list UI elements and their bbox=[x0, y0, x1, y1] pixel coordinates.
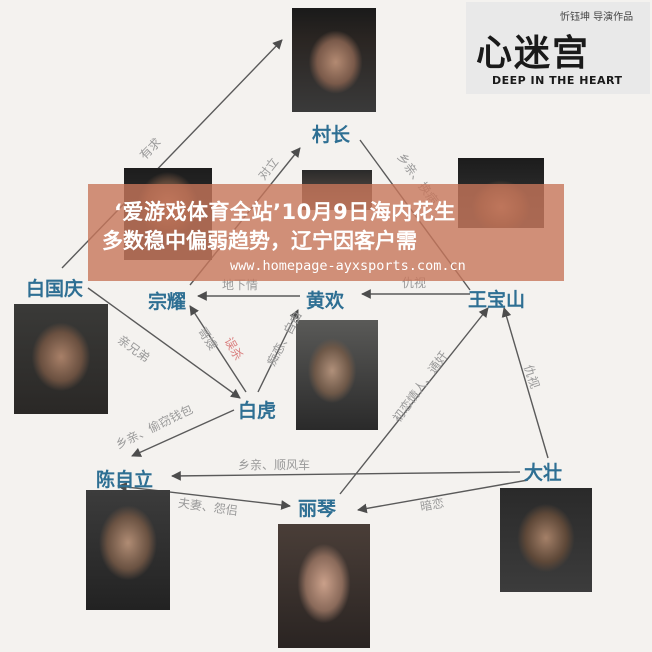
logo-english-title: DEEP IN THE HEART bbox=[492, 74, 623, 87]
portrait-baiguoqing bbox=[14, 304, 108, 414]
name-zongyao: 宗耀 bbox=[148, 291, 187, 313]
edge-liqin-wangbaoshan bbox=[339, 307, 489, 495]
portrait-liqin bbox=[278, 524, 370, 648]
edge-baiguoqing-baihu bbox=[87, 287, 241, 399]
edge-dazhuang-chenzili bbox=[171, 470, 521, 481]
name-baihu: 白虎 bbox=[238, 400, 277, 422]
logo-subtitle: 忻钰坤 导演作品 bbox=[560, 12, 634, 23]
name-baiguoqing: 白国庆 bbox=[26, 278, 84, 300]
portrait-photo bbox=[296, 320, 378, 430]
name-dazhuang: 大壮 bbox=[524, 462, 563, 484]
portrait-photo bbox=[86, 490, 170, 610]
name-wangbaoshan: 王宝山 bbox=[468, 289, 526, 311]
edge-label-xiangqin-shunfengche: 乡亲、顺风车 bbox=[238, 458, 311, 472]
portrait-baihu bbox=[296, 320, 378, 430]
portrait-cunzhang bbox=[292, 8, 376, 112]
portrait-dazhuang bbox=[500, 488, 592, 592]
portrait-photo bbox=[500, 488, 592, 592]
name-huanghuan: 黄欢 bbox=[306, 290, 345, 312]
edge-dazhuang-liqin bbox=[357, 479, 529, 514]
edge-baihu-chenzili bbox=[131, 409, 235, 457]
edge-chenzili-liqin bbox=[117, 482, 291, 510]
movie-logo: 忻钰坤 导演作品 心迷宫 DEEP IN THE HEART bbox=[466, 2, 650, 94]
name-cunzhang: 村长 bbox=[312, 124, 351, 146]
portrait-photo bbox=[14, 304, 108, 414]
watermark-banner: ‘爱游戏体育全站’10月9日海内花生 多数稳中偏弱趋势，辽宁因客户需 www.h… bbox=[88, 184, 564, 281]
name-liqin: 丽琴 bbox=[298, 498, 337, 520]
edge-dazhuang-wangbaoshan bbox=[501, 307, 549, 459]
banner-line-1: ‘爱游戏体育全站’10月9日海内花生 bbox=[114, 200, 456, 224]
edge-label-dixiaqing: 地下情 bbox=[222, 278, 259, 292]
portrait-chenzili bbox=[86, 490, 170, 610]
portrait-photo bbox=[292, 8, 376, 112]
edge-baihu-huanghuan bbox=[257, 309, 299, 393]
portrait-photo bbox=[278, 524, 370, 648]
banner-url: www.homepage-ayxsports.com.cn bbox=[230, 258, 466, 274]
edge-baihu-zongyao bbox=[189, 305, 247, 393]
name-chenzili: 陈自立 bbox=[96, 469, 154, 491]
logo-title: 心迷宫 bbox=[476, 32, 591, 74]
banner-line-2: 多数稳中偏弱趋势，辽宁因客户需 bbox=[102, 229, 417, 253]
